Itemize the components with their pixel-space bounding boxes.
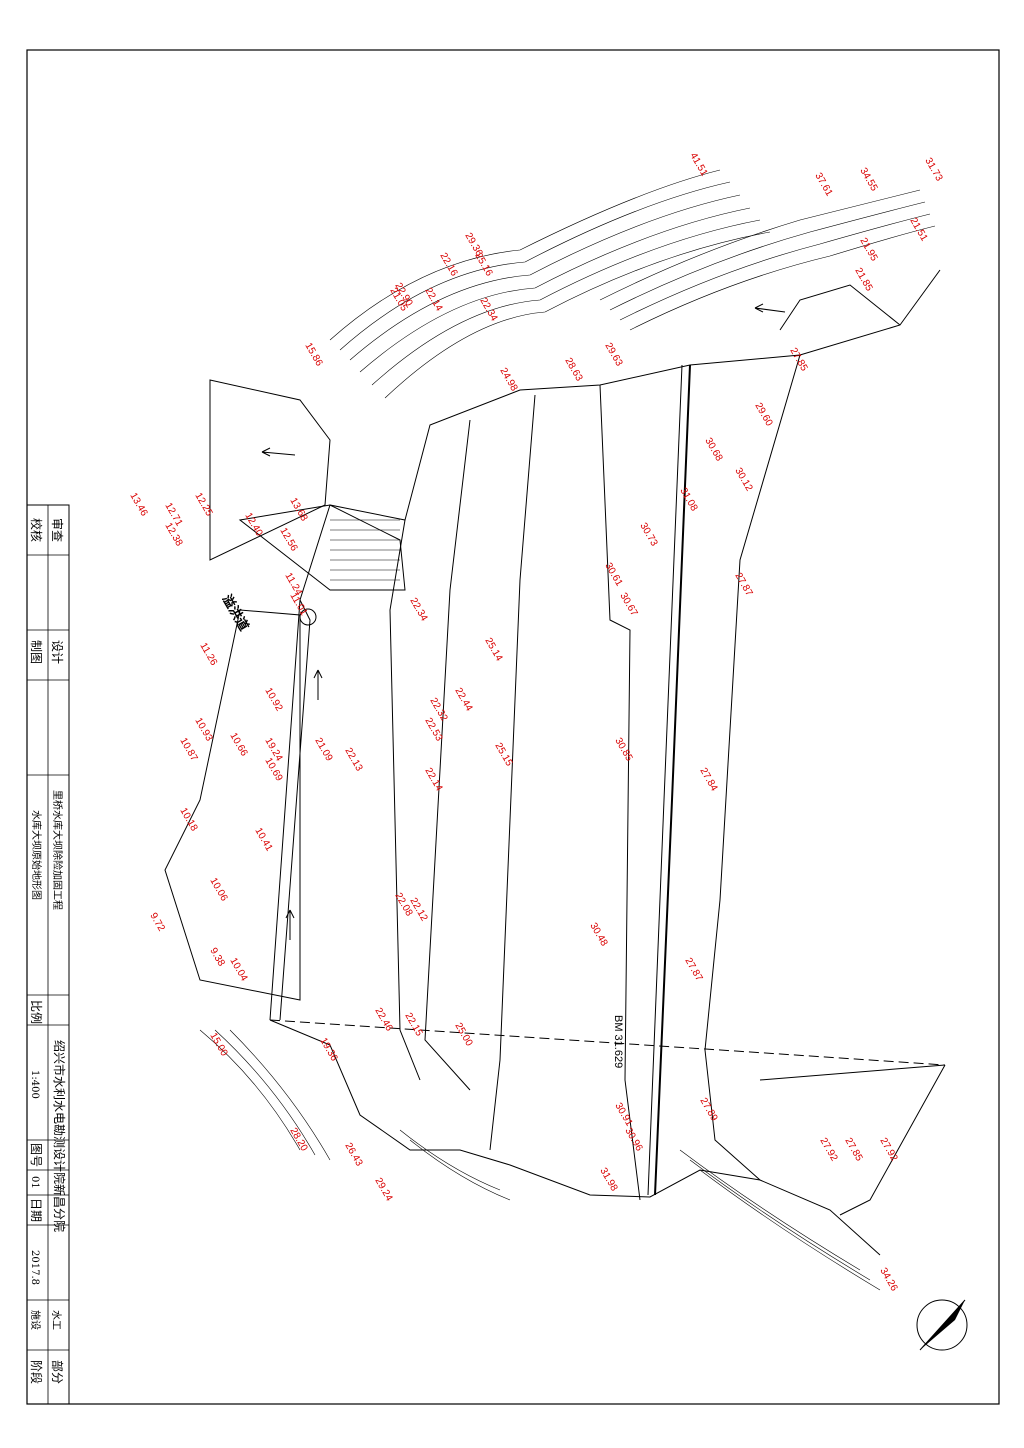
drawing-name: 水库大坝原始地形图 xyxy=(30,810,43,900)
elevation-point: 31.98 xyxy=(597,1166,619,1194)
elevation-point: 15.86 xyxy=(302,341,324,369)
organization-name: 绍兴市水利水电勘测设计院新昌分院 xyxy=(52,1040,67,1232)
elevation-point: 25.15 xyxy=(492,741,514,769)
elevation-point: 12.25 xyxy=(192,491,214,519)
elevation-point: 28.20 xyxy=(287,1126,309,1154)
elevation-point: 27.87 xyxy=(682,956,704,984)
benchmark-label: BM 31.629 xyxy=(612,1015,624,1068)
elevation-point: 30.61 xyxy=(602,561,624,589)
elevation-point: 28.63 xyxy=(562,356,584,384)
contour-lines xyxy=(199,169,936,1291)
north-arrow-icon xyxy=(916,1299,968,1351)
elevation-point: 15.00 xyxy=(207,1031,229,1059)
elevation-point: 10.41 xyxy=(252,826,274,854)
elevation-point: 24.98 xyxy=(497,366,519,394)
elevation-point: 27.85 xyxy=(787,346,809,374)
elevation-point: 27.92 xyxy=(877,1136,899,1164)
date-label: 日期 xyxy=(29,1198,43,1222)
elevation-point: 29.60 xyxy=(752,401,774,429)
elevation-point: 25.00 xyxy=(452,1021,474,1049)
part-label: 部分 xyxy=(50,1360,65,1384)
flow-arrows xyxy=(261,303,786,940)
survey-point-circle xyxy=(299,608,317,626)
stage-label: 阶段 xyxy=(29,1360,44,1384)
elevation-point: 19.36 xyxy=(317,1036,339,1064)
elevation-point: 12.38 xyxy=(162,521,184,549)
drawing-no-label: 图号 xyxy=(29,1143,43,1167)
elevation-point: 10.87 xyxy=(177,736,199,764)
elevation-point: 22.14 xyxy=(422,766,444,794)
elevation-point: 9.38 xyxy=(207,946,226,969)
elevation-point: 22.44 xyxy=(452,686,474,714)
elevation-point: 27.89 xyxy=(697,1096,719,1124)
topographic-map: 溢洪道 BM 31.629 41.51 37.61 34.55 31.73 21.51 2… xyxy=(127,151,946,1294)
elevation-point: 12.56 xyxy=(277,526,299,554)
stage-value: 施设 xyxy=(29,1310,42,1330)
part-value: 水工 xyxy=(50,1310,62,1330)
elevation-point: 21.09 xyxy=(312,736,334,764)
elevation-point: 34.26 xyxy=(877,1266,899,1294)
elevation-point: 37.61 xyxy=(812,171,834,199)
elevation-point: 22.34 xyxy=(407,596,429,624)
elevation-point: 27.84 xyxy=(697,766,719,794)
elevation-point: 21.95 xyxy=(857,236,879,264)
elevation-point: 34.55 xyxy=(857,166,879,194)
elevation-point: 29.63 xyxy=(602,341,624,369)
elevation-point: 30.85 xyxy=(612,736,634,764)
scale-label: 比例 xyxy=(29,1000,43,1024)
elevation-point: 26.43 xyxy=(342,1141,364,1169)
draft-label: 制图 xyxy=(29,640,43,664)
elevation-point: 22.16 xyxy=(437,251,459,279)
scale-value: 1:400 xyxy=(29,1070,40,1099)
elevation-point: 13.68 xyxy=(287,496,309,524)
elevation-point: 31.08 xyxy=(677,486,699,514)
section-line xyxy=(269,1019,946,1066)
elevation-point: 30.48 xyxy=(587,921,609,949)
elevation-point: 10.06 xyxy=(207,876,229,904)
elevation-point: 25.16 xyxy=(472,251,494,279)
elevation-point: 22.15 xyxy=(402,1011,424,1039)
project-name: 里桥水库大坝除险加固工程 xyxy=(51,790,64,910)
elevation-point: 9.72 xyxy=(147,911,166,934)
date-value: 2017.8 xyxy=(29,1250,40,1285)
elevation-point: 22.14 xyxy=(422,286,444,314)
drawing-no-value: 01 xyxy=(29,1176,40,1189)
elevation-point: 21.51 xyxy=(907,216,929,244)
review-label: 审查 xyxy=(50,518,65,542)
elevation-point: 10.93 xyxy=(192,716,214,744)
design-label: 设计 xyxy=(50,640,64,664)
elevation-point: 10.66 xyxy=(227,731,249,759)
elevation-point: 27.92 xyxy=(817,1136,839,1164)
title-block: 审查 校核 设计 制图 里桥水库大坝除险加固工程 水库大坝原始地形图 绍兴市水利… xyxy=(26,504,70,1405)
elevation-point: 22.34 xyxy=(477,296,499,324)
elevation-point: 30.67 xyxy=(617,591,639,619)
elevation-point: 30.12 xyxy=(732,466,754,494)
elevation-point: 22.46 xyxy=(372,1006,394,1034)
elevation-point: 30.96 xyxy=(622,1126,644,1154)
elevation-point: 30.68 xyxy=(702,436,724,464)
elevation-point: 10.18 xyxy=(177,806,199,834)
elevation-point: 22.13 xyxy=(342,746,364,774)
elevation-point: 11.26 xyxy=(197,641,219,668)
spillway-label: 溢洪道 xyxy=(219,592,252,634)
check-label: 校核 xyxy=(29,518,44,542)
elevation-point: 10.04 xyxy=(227,956,249,984)
elevation-point: 30.73 xyxy=(637,521,659,549)
elevation-point: 27.85 xyxy=(842,1136,864,1164)
elevation-point: 41.51 xyxy=(687,151,709,179)
elevation-point: 30.91 xyxy=(612,1101,634,1129)
sheet-border xyxy=(26,49,1000,1405)
elevation-point: 31.73 xyxy=(922,156,944,184)
elevation-point: 10.92 xyxy=(262,686,284,714)
elevation-point: 13.46 xyxy=(127,491,149,519)
elevation-point: 27.87 xyxy=(732,571,754,599)
elevation-point: 29.24 xyxy=(372,1176,394,1204)
elevation-point: 25.14 xyxy=(482,636,504,664)
